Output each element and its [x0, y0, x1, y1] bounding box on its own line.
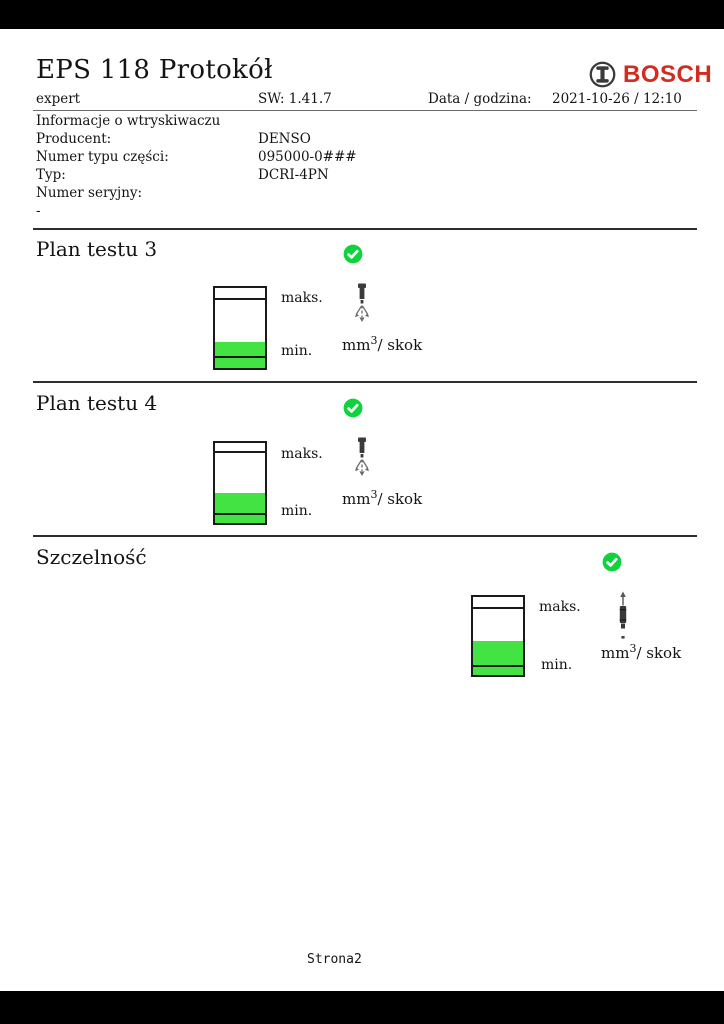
- date-value: 2021-10-26 / 12:10: [552, 91, 682, 107]
- page-title: EPS 118 Protokół: [36, 55, 273, 85]
- gauge-pass-band: [473, 641, 523, 675]
- gauge-min-line: [473, 664, 523, 667]
- info-row-label: -: [36, 203, 41, 219]
- gauge-max-line: [215, 297, 265, 300]
- bosch-logo: BOSCH: [589, 61, 712, 88]
- check-circle-icon: [343, 244, 363, 264]
- date-label: Data / godzina:: [428, 91, 532, 107]
- check-circle-icon: [343, 398, 363, 418]
- section-title: Szczelność: [36, 545, 147, 569]
- gauge-min-line: [215, 356, 265, 358]
- gauge-min-label: min.: [541, 657, 573, 673]
- page-number: Strona2: [307, 952, 362, 967]
- gauge-min-label: min.: [281, 503, 313, 519]
- test-gauge: [471, 595, 525, 677]
- gauge-max-line: [473, 607, 523, 610]
- info-row-value: 095000-0###: [258, 149, 357, 165]
- injector-spray-icon: [355, 437, 369, 476]
- injector-spray-icon: [355, 283, 369, 322]
- gauge-max-label: maks.: [281, 446, 323, 462]
- unit-label: mm3/ skok: [342, 488, 423, 508]
- gauge-max-label: maks.: [281, 290, 323, 306]
- info-row-label: Typ:: [36, 167, 66, 183]
- section-title: Plan testu 4: [36, 391, 158, 415]
- bosch-symbol-icon: [589, 61, 616, 88]
- section-divider: [33, 381, 697, 383]
- gauge-min-label: min.: [281, 343, 313, 359]
- section-title: Plan testu 3: [36, 237, 158, 261]
- unit-label: mm3/ skok: [342, 334, 423, 354]
- check-circle-icon: [602, 552, 622, 572]
- return-flow-icon: [619, 591, 627, 639]
- gauge-max-label: maks.: [539, 599, 581, 615]
- info-row-label: Producent:: [36, 131, 112, 147]
- bottom-bar: [0, 991, 724, 1024]
- bosch-wordmark: BOSCH: [623, 60, 713, 88]
- gauge-pass-band: [215, 341, 265, 368]
- gauge-pass-band: [215, 492, 265, 523]
- section-divider: [33, 535, 697, 537]
- info-header: Informacje o wtryskiwaczu: [36, 113, 221, 129]
- gauge-max-line: [215, 451, 265, 453]
- info-row-value: DCRI-4PN: [258, 167, 329, 183]
- gauge-min-line: [215, 512, 265, 515]
- header-rule: [33, 110, 697, 111]
- test-gauge: [213, 286, 267, 370]
- top-bar: [0, 0, 724, 29]
- info-row-value: DENSO: [258, 131, 311, 147]
- software-version: SW: 1.41.7: [258, 91, 332, 107]
- info-row-label: Numer typu części:: [36, 149, 169, 165]
- mode-label: expert: [36, 91, 81, 107]
- unit-label: mm3/ skok: [601, 642, 682, 662]
- test-gauge: [213, 441, 267, 525]
- section-divider: [33, 228, 697, 230]
- info-row-label: Numer seryjny:: [36, 185, 143, 201]
